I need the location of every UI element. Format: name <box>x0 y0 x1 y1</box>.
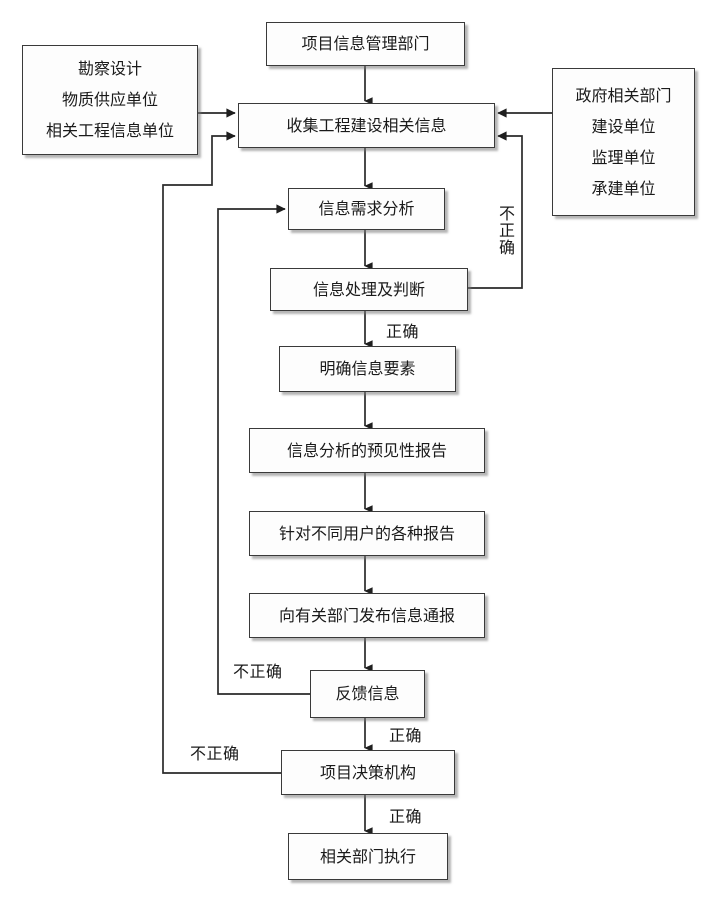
reports-for-different-users-label: 针对不同用户的各种报告 <box>278 523 455 543</box>
edge-label-incorrect-feedback: 不正确 <box>233 662 283 681</box>
predictive-analysis-report[interactable]: 信息分析的预见性报告 <box>249 428 485 473</box>
external-source-units-line: 相关工程信息单位 <box>45 121 174 140</box>
government-and-project-units-line: 建设单位 <box>591 116 656 136</box>
feedback-info[interactable]: 反馈信息 <box>310 670 425 718</box>
relevant-dept-execution[interactable]: 相关部门执行 <box>288 833 448 880</box>
project-info-management-dept-label: 项目信息管理部门 <box>301 34 430 53</box>
info-demand-analysis-label: 信息需求分析 <box>318 199 415 218</box>
info-processing-judgement[interactable]: 信息处理及判断 <box>270 268 468 311</box>
project-decision-body-label: 项目决策机构 <box>319 762 416 782</box>
info-processing-judgement-label: 信息处理及判断 <box>312 279 425 299</box>
external-source-units-line: 物质供应单位 <box>61 90 158 109</box>
project-info-management-dept[interactable]: 项目信息管理部门 <box>266 22 465 66</box>
feedback-info-label: 反馈信息 <box>335 684 400 703</box>
edge-label-incorrect-decision: 不正确 <box>190 744 240 763</box>
edge-label-correct-decision: 正确 <box>389 807 423 826</box>
clarify-info-elements-label: 明确信息要素 <box>319 359 416 378</box>
info-demand-analysis[interactable]: 信息需求分析 <box>288 188 445 230</box>
publish-info-bulletin-label: 向有关部门发布信息通报 <box>278 605 455 625</box>
relevant-dept-execution-label: 相关部门执行 <box>319 846 416 866</box>
government-and-project-units[interactable]: 政府相关部门建设单位监理单位承建单位 <box>552 68 695 216</box>
predictive-analysis-report-label: 信息分析的预见性报告 <box>286 440 447 460</box>
government-and-project-units-line: 监理单位 <box>591 147 656 167</box>
publish-info-bulletin[interactable]: 向有关部门发布信息通报 <box>249 593 485 638</box>
external-source-units[interactable]: 勘察设计物质供应单位相关工程信息单位 <box>22 45 198 155</box>
government-and-project-units-line: 承建单位 <box>591 178 656 198</box>
external-source-units-line: 勘察设计 <box>77 59 142 78</box>
project-decision-body[interactable]: 项目决策机构 <box>281 750 455 795</box>
clarify-info-elements[interactable]: 明确信息要素 <box>279 346 456 392</box>
edge-label-correct-feedback: 正确 <box>389 726 423 745</box>
government-and-project-units-line: 政府相关部门 <box>575 85 672 105</box>
collect-construction-info-label: 收集工程建设相关信息 <box>286 115 447 135</box>
edge-label-correct-process: 正确 <box>386 322 420 341</box>
reports-for-different-users[interactable]: 针对不同用户的各种报告 <box>249 511 485 556</box>
edge-label-incorrect-process: 不正确 <box>496 205 515 256</box>
collect-construction-info[interactable]: 收集工程建设相关信息 <box>238 103 495 148</box>
